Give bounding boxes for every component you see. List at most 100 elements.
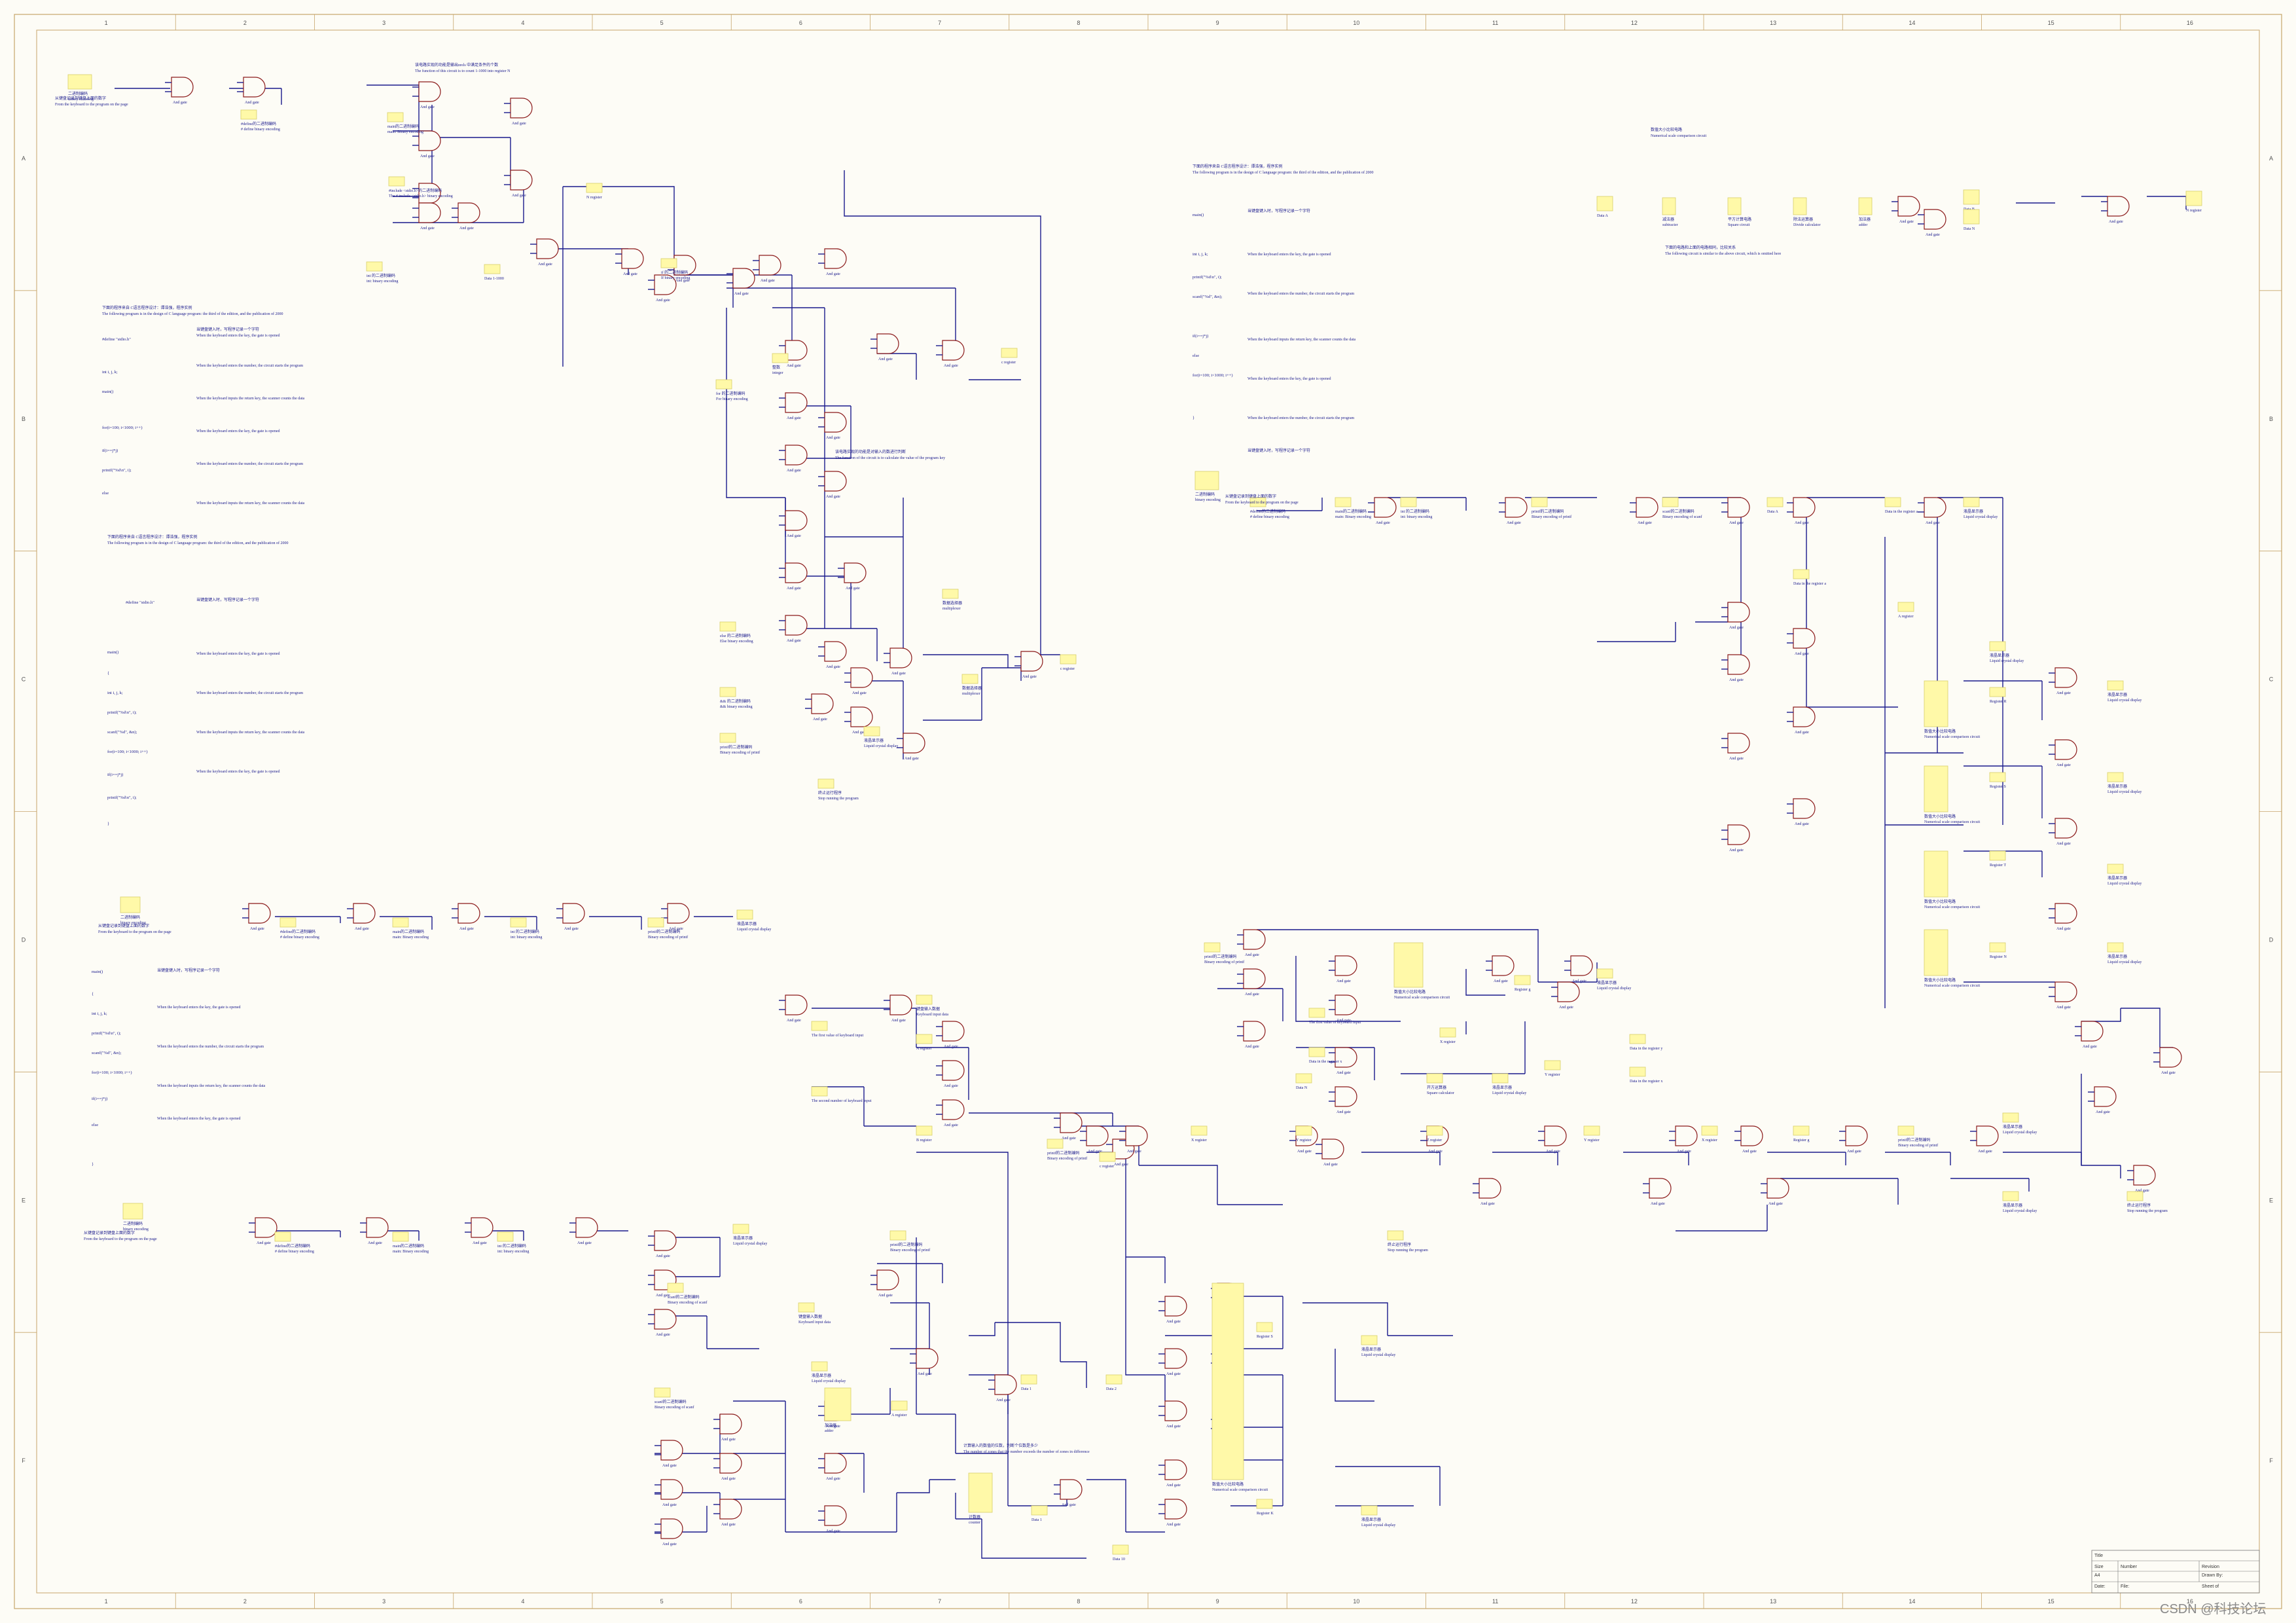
zone-col-bottom-13: 13 xyxy=(1770,1598,1776,1605)
svg-text:And gate: And gate xyxy=(1729,626,1744,630)
zone-row-right-C: C xyxy=(2269,676,2274,683)
svg-text:And gate: And gate xyxy=(891,1019,906,1023)
svg-text:Numerical scale comparison cir: Numerical scale comparison circuit xyxy=(1212,1488,1268,1492)
component-block: Data in the register a xyxy=(1793,569,1826,586)
svg-text:int: binary encoding: int: binary encoding xyxy=(511,936,542,939)
svg-text:And gate: And gate xyxy=(1729,757,1744,761)
and-gate: And gate xyxy=(556,903,585,931)
svg-text:当键盘键入时，写程序记录一个字符: 当键盘键入时，写程序记录一个字符 xyxy=(196,597,259,602)
wire-network xyxy=(115,84,2187,1559)
svg-text:终止运行程序: 终止运行程序 xyxy=(1388,1242,1411,1247)
component-block: Data 1-1000 xyxy=(484,264,504,281)
svg-text:Binary encoding of printf: Binary encoding of printf xyxy=(1204,960,1244,964)
watermark: CSDN @科技论坛 xyxy=(2160,1601,2267,1616)
svg-text:And gate: And gate xyxy=(944,1045,958,1049)
zone-col-bottom-1: 1 xyxy=(105,1598,108,1605)
svg-text:And gate: And gate xyxy=(1795,822,1809,826)
and-gate: And gate xyxy=(897,733,925,761)
svg-text:And gate: And gate xyxy=(1899,220,1914,224)
svg-text:And gate: And gate xyxy=(2056,691,2071,695)
svg-text:当键盘键入时，写程序记录一个字符: 当键盘键入时，写程序记录一个字符 xyxy=(1247,208,1310,213)
svg-text:液晶显示器: 液晶显示器 xyxy=(812,1373,831,1378)
svg-text:And gate: And gate xyxy=(577,1241,592,1245)
svg-text:数值大小比较电路: 数值大小比较电路 xyxy=(1924,814,1956,819)
zone-col-bottom-16: 16 xyxy=(2187,1598,2193,1605)
svg-text:整数: 整数 xyxy=(772,365,780,370)
svg-text:And gate: And gate xyxy=(1166,1425,1181,1429)
and-gate: And gate xyxy=(1970,1125,1999,1154)
svg-text:When the keyboard enters the n: When the keyboard enters the number, the… xyxy=(196,364,304,368)
svg-text:下面的程序来自 C语言程序设计：谭浩强，程序实例: 下面的程序来自 C语言程序设计：谭浩强，程序实例 xyxy=(107,534,198,539)
svg-text:if(i==j*j): if(i==j*j) xyxy=(92,1097,107,1101)
svg-text:And gate: And gate xyxy=(1926,233,1940,237)
svg-text:A register: A register xyxy=(1898,615,1914,619)
svg-text:When the keyboard enters the k: When the keyboard enters the key, the ga… xyxy=(196,770,280,774)
and-gate: And gate xyxy=(1643,1178,1672,1206)
svg-text:main的二进制编码: main的二进制编码 xyxy=(387,124,419,129)
component-block: Z register xyxy=(1426,1125,1443,1142)
svg-text:And gate: And gate xyxy=(1729,848,1744,852)
svg-text:液晶显示器: 液晶显示器 xyxy=(2003,1203,2022,1208)
svg-text:And gate: And gate xyxy=(1022,675,1037,679)
and-gate: And gate xyxy=(818,641,847,669)
and-gate: And gate xyxy=(1787,706,1816,735)
svg-text:液晶显示器: 液晶显示器 xyxy=(1361,1347,1381,1352)
and-gate: And gate xyxy=(452,903,480,931)
svg-text:printf的二进制编码: printf的二进制编码 xyxy=(1898,1137,1930,1142)
and-gate: And gate xyxy=(655,1479,683,1507)
and-gate: And gate xyxy=(1119,1125,1148,1154)
zone-row-right-B: B xyxy=(2269,416,2273,422)
and-gate: And gate xyxy=(2049,667,2077,695)
svg-text:When the keyboard inputs the r: When the keyboard inputs the return key,… xyxy=(196,731,305,735)
svg-text:二进制编码: 二进制编码 xyxy=(123,1221,143,1226)
svg-text:And gate: And gate xyxy=(1336,979,1351,983)
svg-text:scanf的二进制编码: scanf的二进制编码 xyxy=(668,1294,700,1300)
component-block: #define的二进制编码# define binary encoding xyxy=(279,917,319,939)
zone-row-right-F: F xyxy=(2269,1457,2273,1464)
component-block: Register T xyxy=(1989,850,2006,867)
and-gate: And gate xyxy=(1158,1296,1187,1324)
component-block: Data A xyxy=(1596,196,1613,218)
svg-text:液晶显示器: 液晶显示器 xyxy=(1597,980,1617,985)
and-gate: And gate xyxy=(1014,651,1043,679)
svg-text:c register: c register xyxy=(1100,1165,1114,1169)
svg-text:And gate: And gate xyxy=(512,194,526,198)
svg-text:int 的二进制编码: int 的二进制编码 xyxy=(367,273,395,278)
and-gate: And gate xyxy=(465,1217,493,1245)
svg-text:}: } xyxy=(92,1162,94,1167)
svg-text:Liquid crystal display: Liquid crystal display xyxy=(2108,699,2142,702)
component-block: Register R xyxy=(1989,687,2007,704)
svg-text:And gate: And gate xyxy=(1677,1150,1691,1154)
svg-text:And gate: And gate xyxy=(852,691,867,695)
svg-text:binary encoding: binary encoding xyxy=(1195,498,1221,502)
and-gate: And gate xyxy=(1473,1178,1501,1206)
svg-text:And gate: And gate xyxy=(1795,731,1809,735)
svg-text:binary encoding: binary encoding xyxy=(68,98,94,101)
svg-text:And gate: And gate xyxy=(944,364,958,368)
and-gate: And gate xyxy=(412,81,441,109)
and-gate: And gate xyxy=(1918,209,1946,237)
and-gate: And gate xyxy=(1787,798,1816,826)
svg-text:#define的二进制编码: #define的二进制编码 xyxy=(275,1243,310,1249)
svg-text:integer: integer xyxy=(772,371,783,375)
svg-text:X register: X register xyxy=(1702,1139,1717,1142)
svg-text:液晶显示器: 液晶显示器 xyxy=(2003,1124,2022,1129)
svg-text:Numerical scale comparison cir: Numerical scale comparison circuit xyxy=(1394,996,1450,1000)
component-block: N register xyxy=(586,183,603,200)
svg-text:And gate: And gate xyxy=(1245,1045,1259,1049)
svg-text:Register T: Register T xyxy=(1990,864,2006,867)
svg-text:if(i==j*j): if(i==j*j) xyxy=(1193,334,1208,338)
svg-text:And gate: And gate xyxy=(656,1254,670,1258)
svg-text:减法器: 减法器 xyxy=(1662,217,1674,222)
